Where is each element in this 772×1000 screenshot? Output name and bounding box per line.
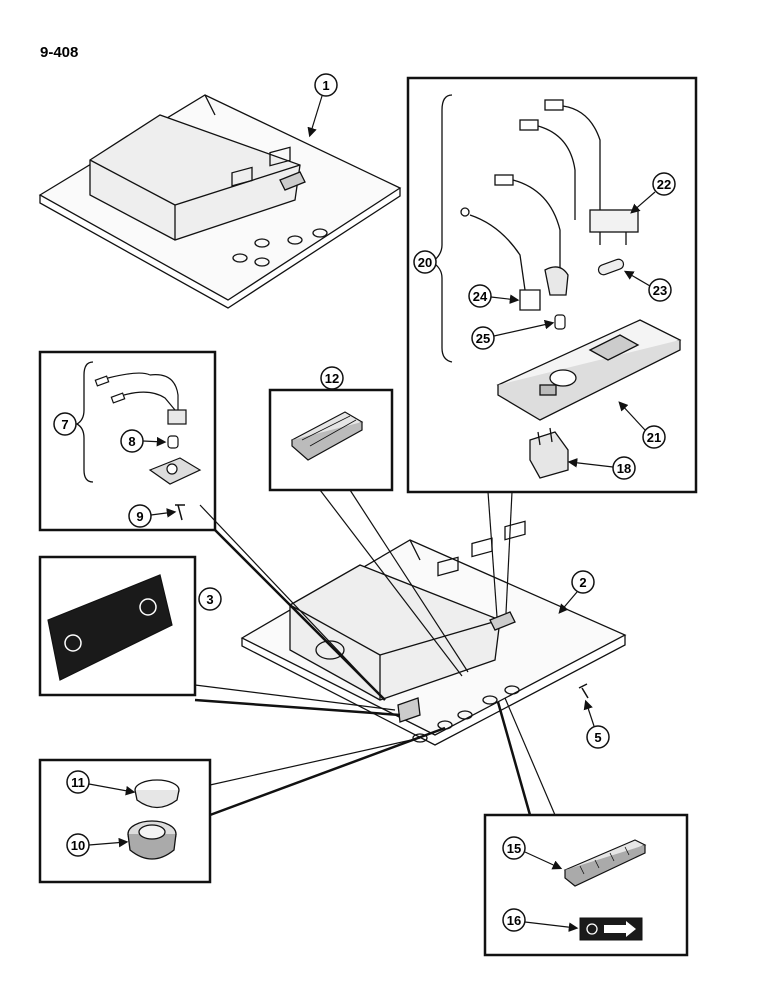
lamp-base-part — [148, 457, 202, 485]
bulb-part — [597, 258, 625, 276]
callout-10: 10 — [66, 833, 129, 857]
panel-plate — [38, 555, 197, 697]
svg-text:15: 15 — [507, 841, 521, 856]
svg-text:23: 23 — [653, 283, 667, 298]
svg-text:3: 3 — [206, 592, 213, 607]
svg-text:1: 1 — [322, 78, 329, 93]
bracket-20 — [430, 94, 453, 363]
callout-21: 21 — [618, 401, 666, 449]
panel-switch-bezel — [268, 388, 394, 492]
lens-part — [127, 820, 177, 860]
callout-7: 7 — [53, 412, 77, 436]
lamp-housing-part — [496, 319, 682, 421]
svg-text:22: 22 — [657, 177, 671, 192]
svg-text:25: 25 — [476, 331, 490, 346]
headliner-bottom-part — [240, 520, 627, 746]
callout-18: 18 — [567, 456, 636, 480]
callout-9: 9 — [128, 504, 177, 528]
callout-11: 11 — [66, 770, 136, 796]
callout-24: 24 — [468, 284, 520, 308]
svg-text:11: 11 — [71, 775, 85, 790]
svg-text:9: 9 — [136, 509, 143, 524]
small-bulb-part — [554, 314, 566, 330]
svg-text:7: 7 — [61, 417, 68, 432]
switch-bezel-part — [290, 411, 364, 461]
svg-text:16: 16 — [507, 913, 521, 928]
svg-text:20: 20 — [418, 255, 432, 270]
screw-part — [175, 504, 185, 521]
callout-12: 12 — [320, 366, 344, 390]
svg-text:21: 21 — [647, 430, 661, 445]
page-number: 9-408 — [40, 44, 78, 61]
svg-text:12: 12 — [325, 371, 339, 386]
callout-8: 8 — [120, 429, 167, 453]
arrow-right-icon — [604, 921, 636, 937]
svg-text:10: 10 — [71, 838, 85, 853]
switch-part — [529, 427, 569, 479]
panel-switch-cap — [483, 813, 689, 957]
svg-text:18: 18 — [617, 461, 631, 476]
callout-22: 22 — [630, 172, 676, 214]
dome-light-wiring — [94, 372, 187, 425]
lamp-bulb-part — [167, 435, 179, 449]
callout-1: 1 — [307, 73, 338, 138]
wiring-harness — [460, 99, 639, 311]
svg-text:5: 5 — [594, 730, 601, 745]
leader-lines — [194, 489, 556, 817]
callout-23: 23 — [623, 270, 672, 302]
svg-text:8: 8 — [128, 434, 135, 449]
switch-strip-part — [563, 839, 647, 887]
callout-20: 20 — [413, 250, 437, 274]
headliner-top-part — [38, 94, 402, 309]
screw-5-part — [578, 683, 589, 699]
panel-lens-ring — [38, 758, 212, 884]
callout-5: 5 — [583, 699, 610, 749]
trim-ring-part — [134, 779, 180, 809]
svg-text:24: 24 — [473, 289, 488, 304]
panel-lamp-assembly — [406, 76, 698, 494]
callout-15: 15 — [502, 836, 563, 870]
callout-2: 2 — [558, 570, 595, 614]
svg-text:2: 2 — [579, 575, 586, 590]
panel-dome-light — [38, 350, 217, 532]
callout-16: 16 — [502, 908, 579, 932]
cover-plate-part — [47, 574, 173, 681]
callout-25: 25 — [471, 319, 555, 350]
decal-part — [579, 917, 643, 941]
bracket-7 — [75, 361, 94, 483]
lamp-icon — [586, 923, 598, 935]
callout-3: 3 — [198, 587, 222, 611]
